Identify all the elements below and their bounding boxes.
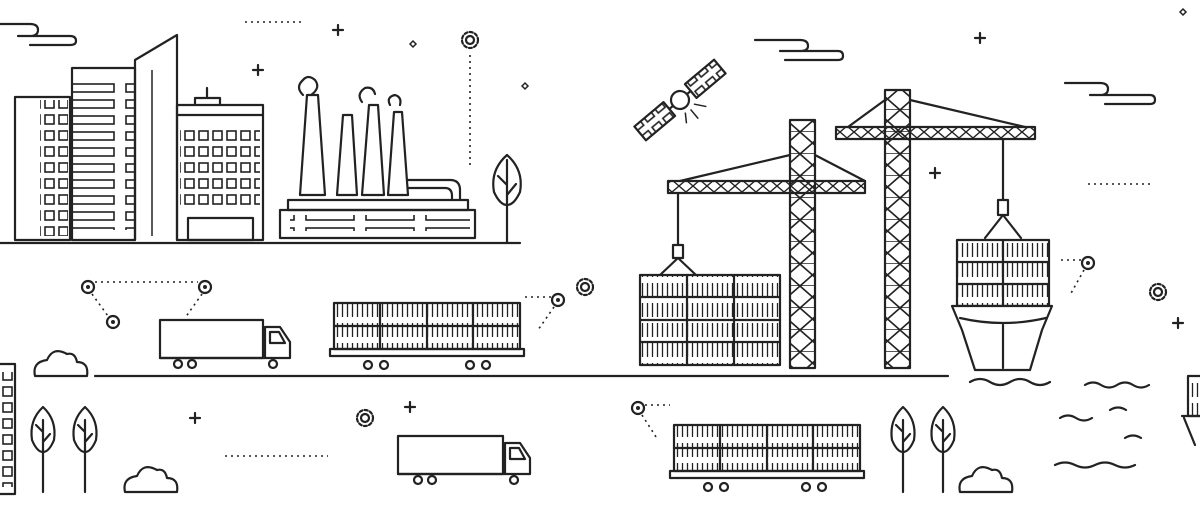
building-partial [0, 362, 17, 496]
truck-lower [396, 434, 532, 486]
freight-train-upper [328, 301, 526, 371]
freight-train-lower [668, 423, 866, 493]
cargo-ship-partial [1180, 374, 1200, 447]
crane-left [658, 118, 867, 370]
tree [492, 153, 522, 245]
plus-sparkles [188, 7, 1188, 425]
city-buildings [13, 33, 265, 242]
shipping-containers-stack [638, 273, 782, 367]
satellite [633, 58, 727, 142]
cargo-ship [950, 238, 1054, 372]
dotted-lines [225, 21, 1150, 457]
clouds [0, 22, 1157, 494]
truck-upper [158, 318, 292, 370]
trees [30, 405, 956, 494]
gear-icons [355, 30, 1168, 428]
location-pins [80, 255, 1096, 441]
crane-right [834, 88, 1037, 370]
factory [278, 75, 477, 240]
waves [968, 377, 1151, 469]
